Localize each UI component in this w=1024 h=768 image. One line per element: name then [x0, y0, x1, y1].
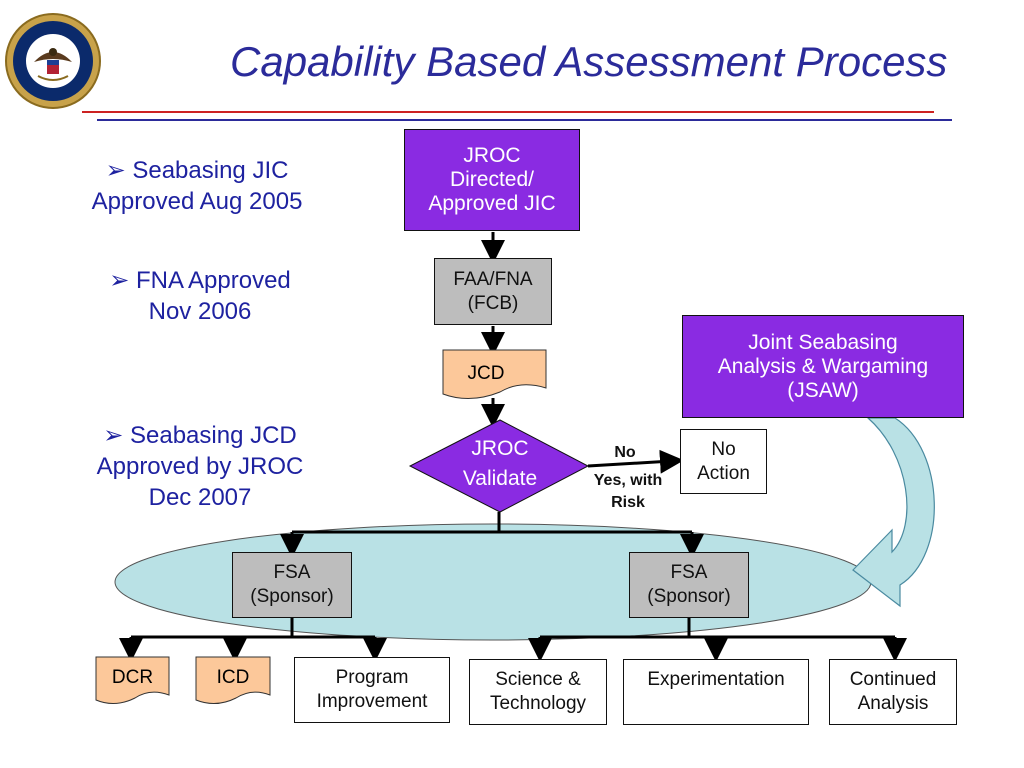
jsaw-box: Joint Seabasing Analysis & Wargaming (JS… — [682, 315, 964, 418]
title-divider-blue — [97, 119, 952, 121]
fsa-sponsor-left-box: FSA (Sponsor) — [232, 552, 352, 618]
bullet-marker: ➢ — [105, 157, 126, 184]
dcr-label: DCR — [111, 667, 154, 688]
bullet-fna-approved: ➢ FNA Approved Nov 2006 — [109, 267, 291, 325]
continued-analysis-box: Continued Analysis — [829, 659, 957, 725]
fsa-sponsor-right-box: FSA (Sponsor) — [629, 552, 749, 618]
jroc-directed-box: JROC Directed/ Approved JIC — [404, 129, 580, 231]
navy-seal-logo — [4, 12, 102, 110]
jroc-validate-label: JROC Validate — [462, 437, 538, 490]
dcr-doc-shape — [95, 656, 170, 704]
edge-label-yes-with-risk: Yes, with Risk — [593, 472, 663, 511]
arrow-validate-to-no-action — [587, 449, 684, 474]
edge-label-no: No — [614, 444, 636, 461]
science-technology-box: Science & Technology — [469, 659, 607, 725]
no-action-box: No Action — [680, 429, 767, 494]
jsaw-curved-arrow — [852, 417, 935, 608]
title-divider-red — [82, 111, 934, 113]
program-improvement-box: Program Improvement — [294, 657, 450, 723]
faa-fna-box: FAA/FNA (FCB) — [434, 258, 552, 325]
experimentation-box: Experimentation — [623, 659, 809, 725]
jcd-label: JCD — [467, 363, 505, 384]
fsa-ellipse — [114, 523, 872, 641]
icd-label: ICD — [216, 667, 250, 688]
jcd-doc-shape — [442, 349, 547, 399]
bullet-seabasing-jcd: ➢ Seabasing JCD Approved by JROC Dec 200… — [96, 422, 304, 511]
bullet-marker: ➢ — [109, 267, 130, 294]
icd-doc-shape — [195, 656, 271, 704]
page-title: Capability Based Assessment Process — [230, 38, 948, 85]
bullet-seabasing-jic: ➢ Seabasing JIC Approved Aug 2005 — [91, 157, 303, 215]
bullet-marker: ➢ — [103, 422, 124, 449]
